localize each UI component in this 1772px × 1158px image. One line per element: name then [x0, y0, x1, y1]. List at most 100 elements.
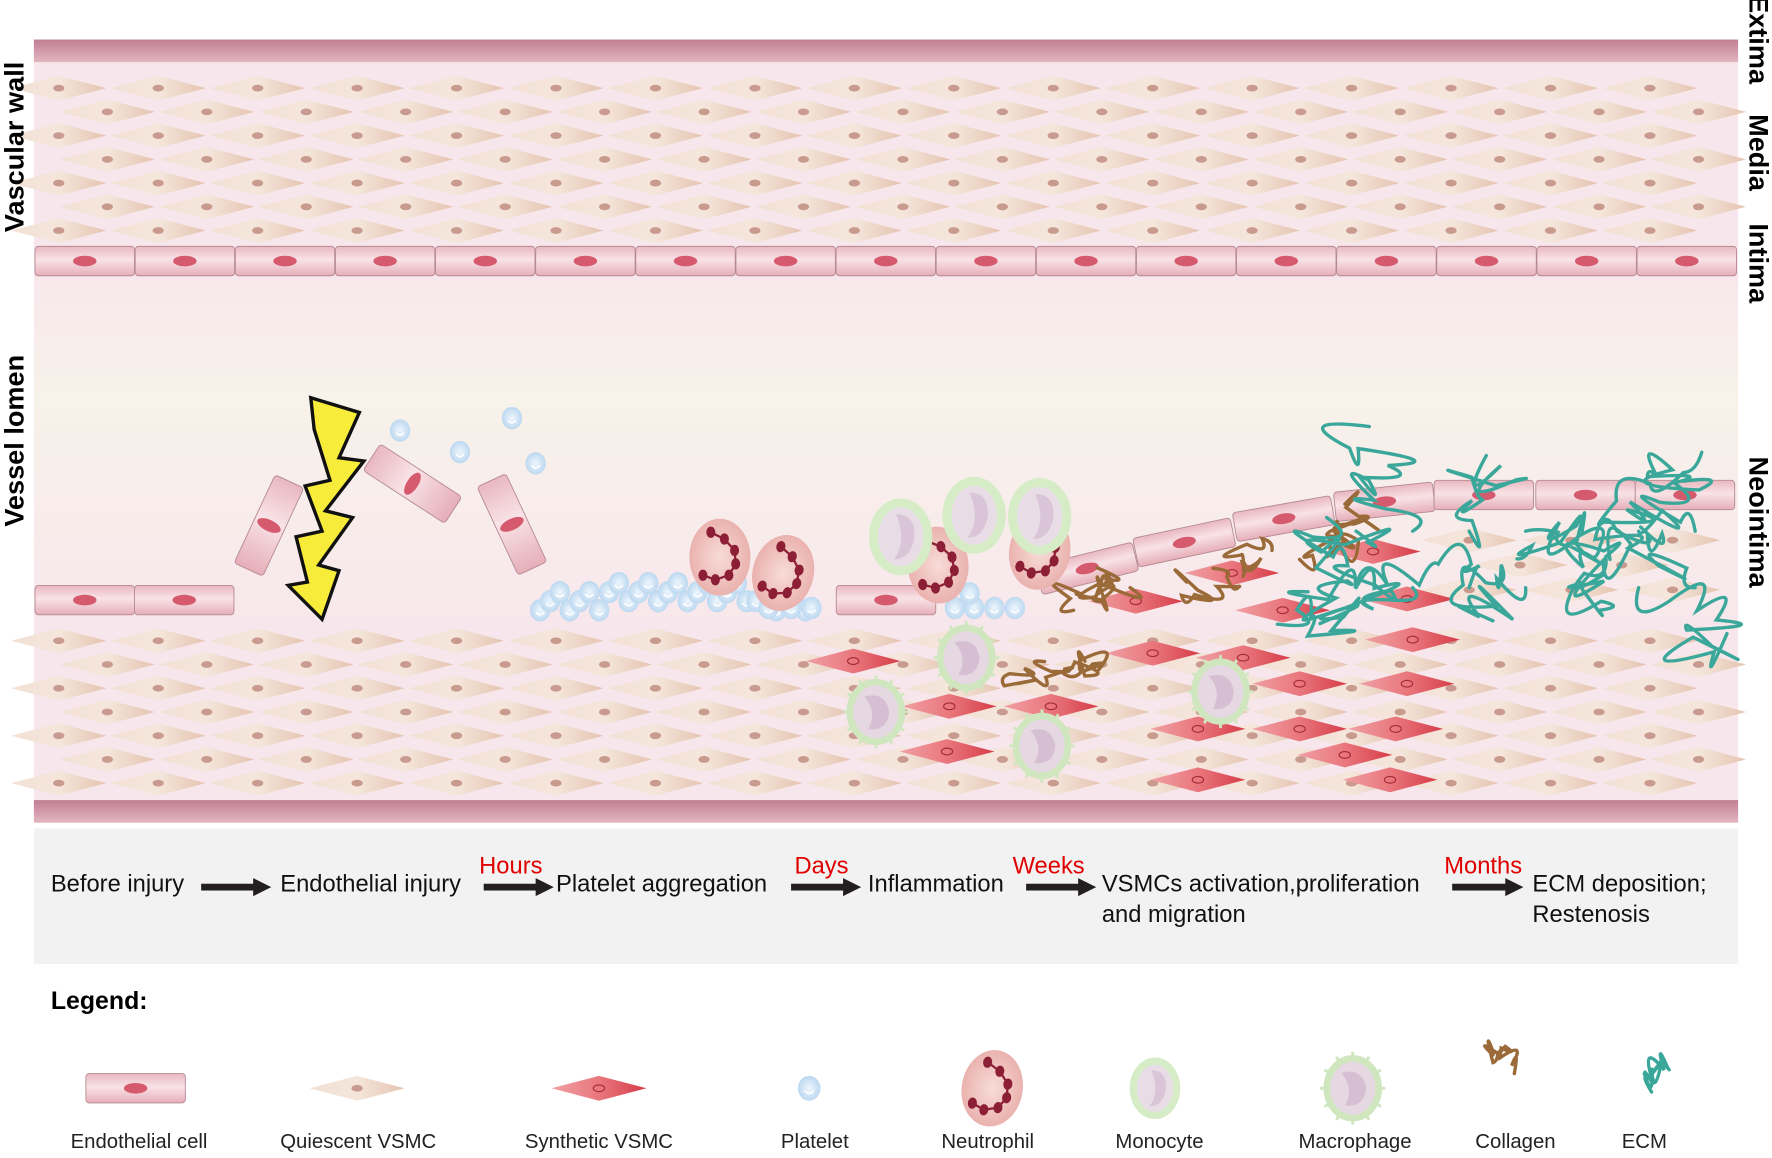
quiescent-vsmc	[756, 652, 851, 677]
quiescent-vsmc	[806, 218, 902, 243]
endothelial-cell	[134, 245, 236, 277]
quiescent-vsmc	[508, 170, 604, 196]
quiescent-vsmc	[457, 746, 553, 772]
ecm-fiber	[1446, 453, 1529, 549]
quiescent-vsmc	[358, 99, 454, 125]
endothelial-cell	[363, 444, 462, 523]
endothelial-cell	[234, 245, 336, 277]
ecm-fiber	[1523, 528, 1622, 590]
quiescent-vsmc	[210, 628, 306, 654]
endothelial-cell	[435, 245, 536, 277]
endothelial-cell	[835, 245, 936, 277]
interval-months: Months	[1444, 853, 1523, 880]
quiescent-vsmc	[1403, 75, 1499, 101]
quiescent-vsmc	[1352, 99, 1448, 125]
quiescent-vsmc	[1304, 123, 1400, 149]
quiescent-vsmc	[110, 218, 206, 243]
quiescent-vsmc	[1352, 194, 1448, 220]
extima-label: Extima	[1742, 0, 1772, 85]
quiescent-vsmc	[1602, 170, 1698, 196]
quiescent-vsmc	[906, 170, 1002, 196]
quiescent-vsmc	[607, 675, 703, 701]
macrophage	[933, 621, 999, 695]
monocyte-icon	[1129, 1057, 1181, 1120]
ecm-fiber	[1596, 450, 1704, 535]
synthetic-vsmc	[1105, 640, 1201, 666]
arrow-icon	[483, 878, 554, 897]
quiescent-vsmc	[110, 723, 206, 749]
quiescent-vsmc	[258, 746, 354, 772]
quiescent-vsmc	[1304, 75, 1400, 101]
quiescent-vsmc	[508, 218, 604, 243]
quiescent-vsmc	[110, 170, 206, 196]
timeline-panel	[33, 828, 1739, 964]
quiescent-vsmc	[409, 123, 505, 149]
quiescent-vsmc	[11, 723, 107, 749]
stage-platelet-aggregation: Platelet aggregation	[556, 871, 768, 898]
quiescent-vsmc	[358, 699, 454, 725]
quiescent-vsmc	[309, 723, 405, 749]
quiescent-vsmc	[11, 123, 107, 149]
quiescent-vsmc	[159, 99, 255, 125]
quiescent-vsmc	[409, 75, 505, 101]
quiescent-vsmc	[1005, 675, 1101, 701]
quiescent-vsmc	[210, 675, 306, 701]
monocyte	[942, 476, 1006, 554]
quiescent-vsmc	[508, 75, 604, 101]
platelet	[1004, 596, 1026, 620]
quiescent-vsmc	[906, 218, 1002, 243]
quiescent-vsmc	[1352, 746, 1448, 772]
collagen-fiber	[1173, 566, 1242, 605]
quiescent-vsmc	[1651, 746, 1747, 772]
quiescent-vsmc	[1602, 770, 1698, 796]
quiescent-vsmc	[1304, 170, 1400, 196]
quiescent-vsmc	[457, 99, 553, 125]
endothelial-cell	[34, 245, 135, 277]
endothelial-cell	[1132, 517, 1236, 567]
quiescent-vsmc	[11, 170, 107, 196]
quiescent-vsmc	[707, 123, 803, 149]
quiescent-vsmc	[1304, 675, 1400, 701]
quiescent-vsmc	[656, 746, 752, 772]
quiescent-vsmc	[806, 170, 902, 196]
synthetic-vsmc	[899, 739, 995, 764]
quiescent-vsmc	[1503, 75, 1598, 101]
quiescent-vsmc	[258, 652, 354, 677]
quiescent-vsmc	[1503, 770, 1598, 796]
quiescent-vsmc	[756, 99, 851, 125]
quiescent-vsmc	[1054, 146, 1150, 172]
endothelial-cell	[1636, 245, 1737, 277]
synthetic-vsmc	[1195, 645, 1291, 671]
quiescent-vsmc	[906, 723, 1002, 749]
synthetic-vsmc	[1297, 742, 1393, 768]
legend-label-platelet: Platelet	[780, 1130, 849, 1153]
arrow-icon	[201, 878, 272, 897]
quiescent-vsmc	[358, 146, 454, 172]
quiescent-vsmc	[1105, 75, 1201, 101]
quiescent-vsmc	[756, 746, 851, 772]
quiescent-vsmc	[110, 675, 206, 701]
quiescent-vsmc	[309, 770, 405, 796]
quiescent-vsmc	[855, 194, 951, 220]
quiescent-vsmc	[806, 628, 902, 654]
quiescent-vsmc	[607, 723, 703, 749]
quiescent-vsmc	[656, 194, 752, 220]
endothelial-cell	[735, 245, 836, 277]
quiescent-vsmc	[1204, 628, 1300, 654]
arrow-icon	[1026, 878, 1097, 897]
endothelial-cell	[1436, 245, 1537, 277]
stage-endothelial-injury: Endothelial injury	[280, 871, 462, 898]
quiescent-vsmc	[258, 194, 354, 220]
quiescent-vsmc	[1204, 218, 1300, 243]
endothelial-cell	[1035, 245, 1137, 277]
endothelial-cell	[1336, 245, 1437, 277]
endothelial-cell	[234, 475, 304, 576]
synthetic-vsmc	[1252, 716, 1348, 742]
quiescent-vsmc	[1204, 170, 1300, 196]
stage-inflammation: Inflammation	[867, 871, 1004, 898]
quiescent-vsmc	[1403, 770, 1499, 796]
quiescent-vsmc	[11, 675, 107, 701]
media-label: Media	[1742, 114, 1772, 191]
quiescent-vsmc	[409, 628, 505, 654]
